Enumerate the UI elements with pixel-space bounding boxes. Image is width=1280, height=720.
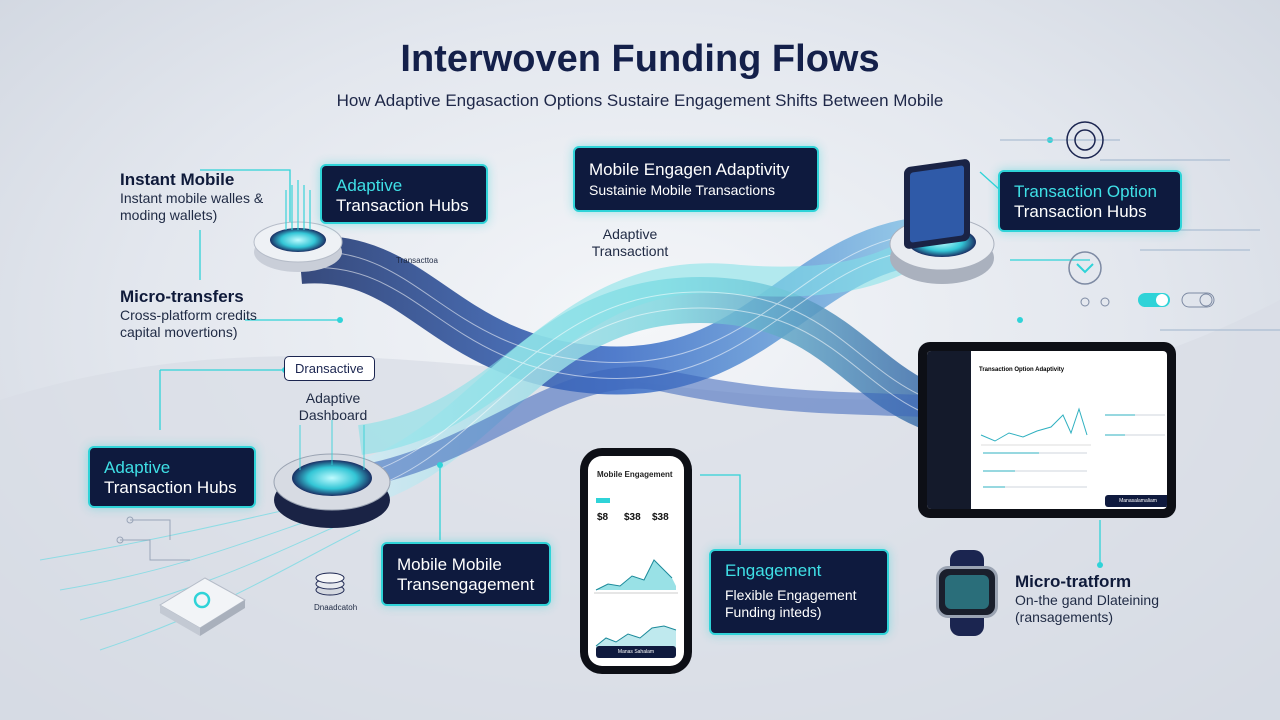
card-line2: Transaction Hubs [104,478,237,497]
instant-mobile-line1: Instant mobile walles & [120,190,264,206]
instant-mobile-note: Instant Mobile Instant mobile walles & m… [120,170,263,224]
adaptive-dashboard-label: Adaptive Dashboard [286,390,380,424]
tablet-dashboard: Transaction Option Adaptivity Manasalama… [918,342,1176,518]
micro-tratform-line2: (ransagements) [1015,609,1114,625]
coin-label: Dnaadcatoh [314,603,358,612]
label-line2: Dashboard [298,407,368,423]
phone-tag [596,498,610,503]
page-title: Interwoven Funding Flows [400,38,880,80]
card-transaction-option: Transaction Option Transaction Hubs [998,170,1182,232]
instant-mobile-heading: Instant Mobile [120,170,235,189]
card-engagement: Engagement Flexible Engagement Funding i… [709,549,889,635]
micro-transfers-line1: Cross-platform credits [120,307,257,323]
card-mobile-engagen-adaptivity: Mobile Engagen Adaptivity Sustainie Mobi… [573,146,819,212]
tablet-action-button[interactable]: Manasalamaliam [1105,495,1167,507]
card-line1: Adaptive [336,176,403,195]
phone-mockup: Mobile Engagement $8 $38 $38 Manas Sahal… [580,448,692,674]
card-line2: Transaction Hubs [1014,202,1147,221]
adaptive-transactiont-label: Adaptive Transactiont [575,226,685,260]
card-line2: Sustainie Mobile Transactions [589,182,775,198]
card-line1: Adaptive [104,458,171,477]
card-line3: Funding inteds) [725,604,822,620]
card-adaptive-transaction-hubs-top: Adaptive Transaction Hubs [320,164,488,224]
phone-stat-3: $38 [652,512,669,523]
micro-transfers-heading: Micro-transfers [120,287,244,306]
tablet-sidebar [927,351,971,509]
card-line1: Transaction Option [1014,182,1157,201]
micro-tratform-note: Micro-tratform On-the gand Dlateining (r… [1015,572,1159,626]
page-subtitle: How Adaptive Engasaction Options Sustair… [336,91,944,110]
label-line1: Adaptive [602,226,658,242]
micro-transfers-line2: capital movertions) [120,324,238,340]
card-line1: Engagement [725,561,822,580]
transaction-small-label: Transacttoa [396,256,438,265]
micro-tratform-heading: Micro-tratform [1015,572,1132,591]
card-adaptive-transaction-hubs-left: Adaptive Transaction Hubs [88,446,256,508]
card-line2: Transengagement [397,575,535,594]
phone-charts [594,559,678,648]
micro-tratform-line1: On-the gand Dlateining [1015,592,1159,608]
phone-title: Mobile Engagement [597,470,673,479]
tablet-charts [980,407,1165,488]
card-line2: Flexible Engagement [725,587,857,603]
dransactive-pill: Dransactive [284,356,375,381]
label-line1: Adaptive [305,390,361,406]
phone-stat-1: $8 [597,512,609,523]
card-line1: Mobile Engagen Adaptivity [589,160,790,179]
phone-action-button[interactable]: Manas Sahalam [596,646,676,658]
label-line2: Transactiont [591,243,669,259]
tablet-screen: Transaction Option Adaptivity Manasalama… [927,351,1167,509]
phone-stat-2: $38 [624,512,641,523]
instant-mobile-line2: moding wallets) [120,207,218,223]
card-line1: Mobile Mobile [397,555,502,574]
phone-screen: Mobile Engagement $8 $38 $38 Manas Sahal… [588,456,684,666]
floating-phone [904,158,970,250]
tablet-title: Transaction Option Adaptivity [979,367,1065,373]
micro-transfers-note: Micro-transfers Cross-platform credits c… [120,287,257,341]
card-mobile-transengagement: Mobile Mobile Transengagement [381,542,551,606]
card-line2: Transaction Hubs [336,196,469,215]
smartwatch [936,550,1000,636]
